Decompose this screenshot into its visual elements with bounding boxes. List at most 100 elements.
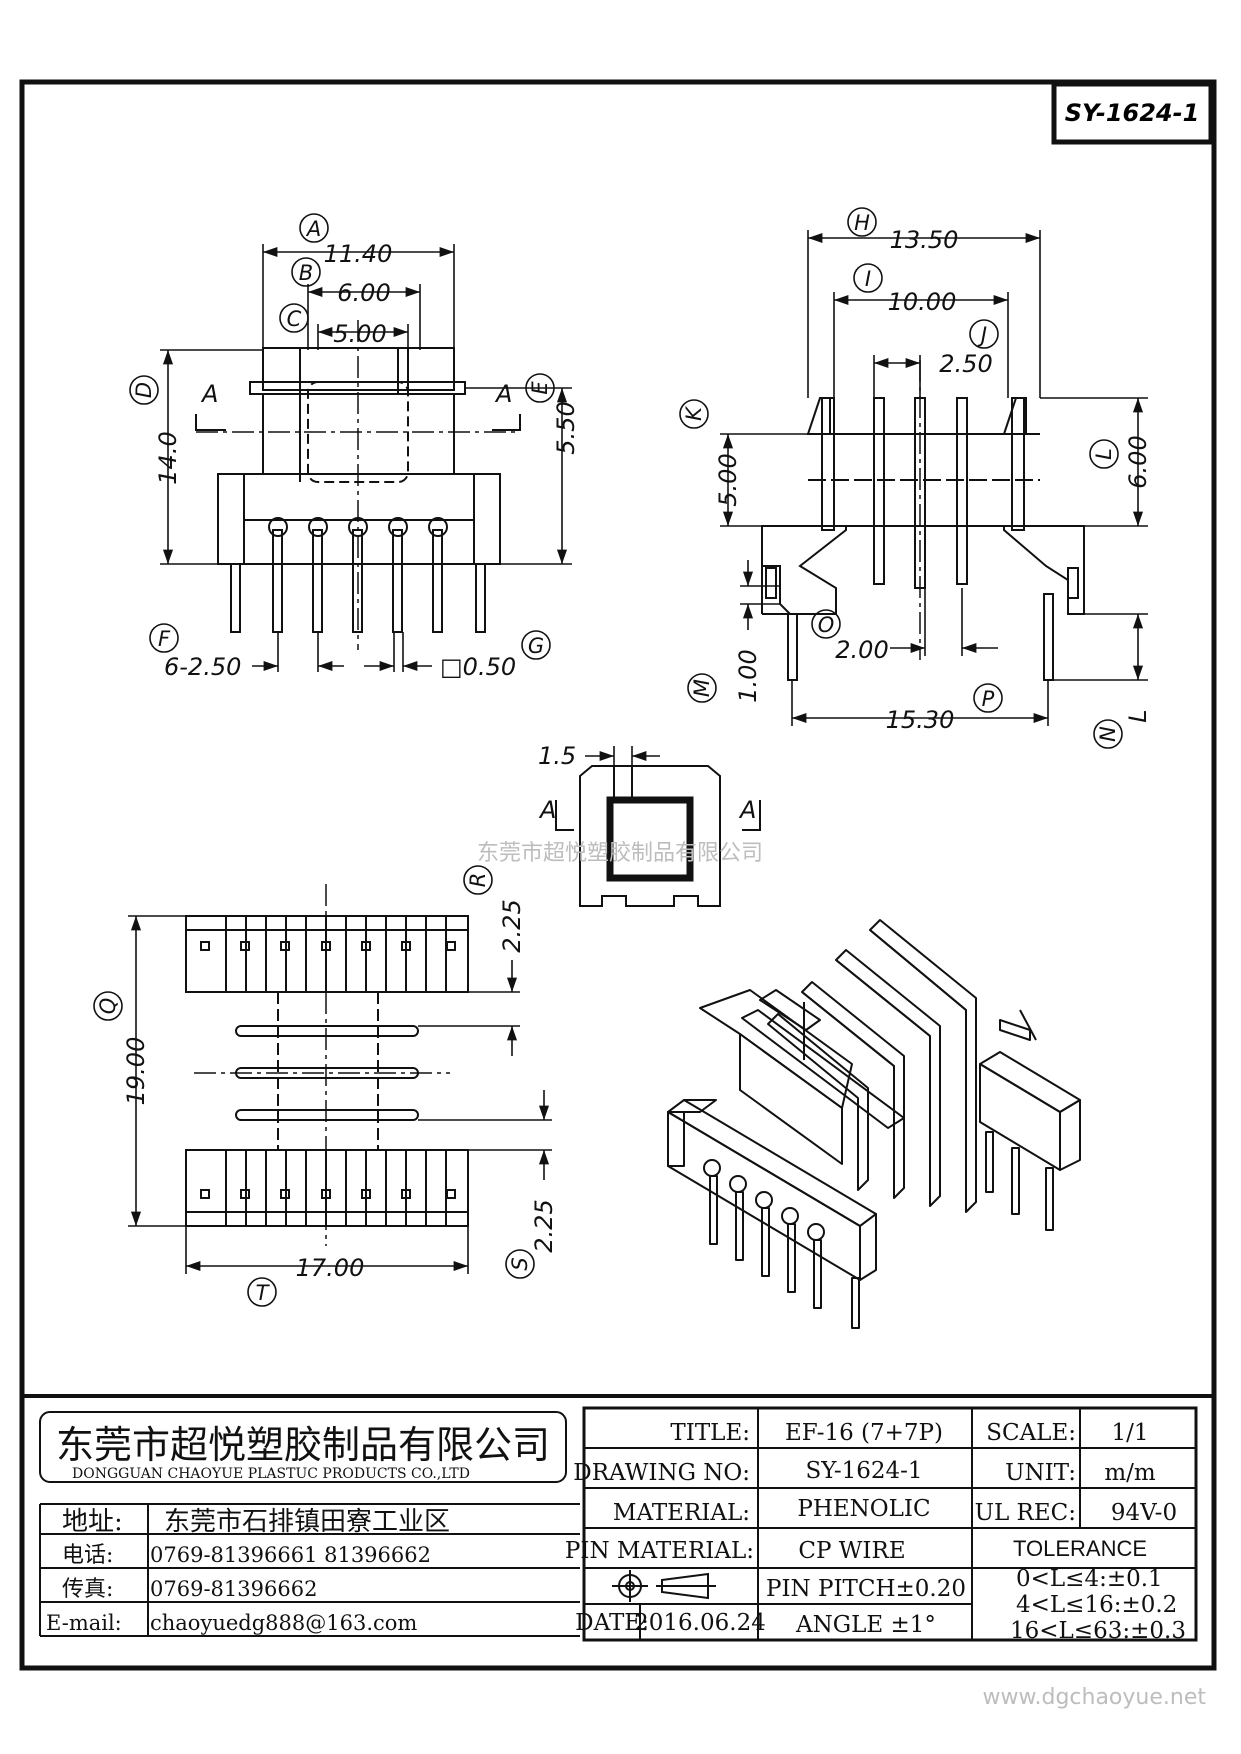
tolerance-row-1: 0<L≤4:±0.1	[1016, 1566, 1163, 1592]
front-view-labels: 11.40 6.00 5.00 14.0 5.50 6-2.50 □0.50 A…	[154, 240, 580, 681]
drawing-code: SY-1624-1	[1065, 99, 1200, 127]
unit-label: UNIT:	[1005, 1460, 1076, 1486]
side-view-dims	[720, 230, 1148, 726]
dim-J-value: 2.50	[939, 350, 992, 378]
callout-I: I	[865, 267, 871, 291]
scale-label: SCALE:	[986, 1420, 1076, 1446]
callout-J: J	[977, 323, 987, 347]
callout-G: G	[528, 634, 544, 658]
drawing-code-box: SY-1624-1	[1051, 81, 1214, 145]
dim-T-value: 17.00	[296, 1254, 365, 1282]
dim-S-value: 2.25	[530, 1199, 558, 1252]
bottom-view-dims	[128, 915, 552, 1274]
sheet-border	[19, 79, 1217, 1671]
dim-I-value: 10.00	[888, 288, 957, 316]
callout-C: C	[287, 307, 302, 331]
callout-M: M	[690, 679, 714, 697]
tolerance-row-3: 16<L≤63:±0.3	[1010, 1618, 1186, 1644]
dim-R-value: 2.25	[498, 899, 526, 952]
scale-value: 1/1	[1111, 1420, 1148, 1446]
dim-A-value: 11.40	[324, 240, 393, 268]
ul-label: UL REC:	[975, 1500, 1076, 1526]
dim-D-value: 14.0	[154, 431, 182, 484]
callout-P: P	[982, 687, 995, 711]
bottom-view-callouts	[93, 865, 535, 1307]
dim-C-value: 5.00	[333, 320, 386, 348]
address-value: 东莞市石排镇田寮工业区	[164, 1507, 450, 1537]
tolerance-label: TOLERANCE	[1013, 1536, 1147, 1561]
isometric-view	[667, 919, 1081, 1329]
callout-H: H	[854, 211, 870, 235]
front-view-dims	[160, 244, 572, 672]
dim-N-suffix-L: L	[1124, 709, 1152, 722]
watermark-center: 东莞市超悦塑胶制品有限公司	[477, 841, 763, 866]
dim-M-value: 1.00	[734, 649, 762, 702]
angle: ANGLE ±1°	[795, 1612, 936, 1638]
callout-N: N	[1096, 726, 1120, 742]
section-view-dims	[585, 746, 660, 766]
tolerance-row-2: 4<L≤16:±0.2	[1016, 1592, 1177, 1618]
section-mark-left: A	[200, 380, 218, 408]
dim-L-value: 6.00	[1124, 435, 1152, 488]
bottom-view	[185, 884, 469, 1246]
company-name-en: DONGGUAN CHAOYUE PLASTUC PRODUCTS CO.,LT…	[72, 1466, 470, 1482]
company-name-cn: 东莞市超悦塑胶制品有限公司	[56, 1423, 550, 1467]
callout-F: F	[158, 627, 171, 651]
fax-label: 传真:	[62, 1577, 113, 1602]
dim-G-value: □0.50	[440, 653, 516, 681]
drawing-no-value: SY-1624-1	[805, 1458, 922, 1484]
titleblock-table: TITLE: EF-16 (7+7P) SCALE: 1/1 DRAWING N…	[565, 1420, 1186, 1644]
pin-pitch: PIN PITCH±0.20	[766, 1576, 966, 1602]
drawing-no-label: DRAWING NO:	[573, 1460, 750, 1486]
section-aa-left: A	[538, 796, 556, 824]
projection-symbol-icon	[612, 1570, 716, 1602]
callout-K: K	[682, 405, 706, 421]
callout-B: B	[299, 261, 313, 285]
tel-value: 0769-81396661 81396662	[150, 1543, 431, 1567]
title-label: TITLE:	[670, 1420, 750, 1446]
dim-Q-value: 19.00	[122, 1037, 150, 1106]
bottom-view-labels: 19.00 2.25 2.25 17.00	[122, 899, 558, 1282]
dim-O-value: 2.00	[835, 636, 888, 664]
bottom-view-callout-letters: Q R S T	[96, 873, 532, 1305]
title-block	[22, 1394, 1214, 1642]
front-view-callouts	[129, 213, 555, 660]
front-view	[195, 320, 521, 650]
dim-B-value: 6.00	[337, 279, 390, 307]
section-aa-right: A	[738, 796, 756, 824]
material-label: MATERIAL:	[613, 1500, 750, 1526]
front-view-callout-letters: A B C D E F G	[132, 217, 552, 658]
callout-O: O	[818, 613, 835, 637]
dim-H-value: 13.50	[890, 226, 959, 254]
email-label: E-mail:	[46, 1611, 122, 1635]
callout-E: E	[528, 381, 552, 395]
side-view-labels: 13.50 10.00 2.50 5.00 6.00 1.00 2.00 15.…	[714, 226, 1152, 734]
dim-E-value: 5.50	[552, 401, 580, 454]
section-mark-right: A	[494, 380, 512, 408]
company-block: 东莞市超悦塑胶制品有限公司 DONGGUAN CHAOYUE PLASTUC P…	[46, 1423, 550, 1635]
side-view-callout-letters: H I J K L O M P N	[682, 211, 1120, 742]
callout-S: S	[508, 1257, 532, 1270]
callout-D: D	[132, 382, 156, 398]
callout-L: L	[1092, 448, 1116, 460]
callout-R: R	[466, 873, 490, 888]
section-view	[555, 765, 761, 907]
material-value: PHENOLIC	[797, 1496, 930, 1522]
date-label: DATE:	[575, 1610, 649, 1636]
side-view-callouts	[679, 207, 1123, 749]
dim-P-value: 15.30	[886, 706, 955, 734]
date-value: 2016.06.24	[634, 1610, 766, 1636]
dim-K-value: 5.00	[714, 453, 742, 506]
address-label: 地址:	[62, 1507, 123, 1537]
watermark-url: www.dgchaoyue.net	[983, 1685, 1207, 1710]
side-view	[761, 360, 1085, 681]
ul-value: 94V-0	[1111, 1500, 1177, 1526]
title-value: EF-16 (7+7P)	[785, 1420, 943, 1446]
callout-Q: Q	[96, 998, 120, 1015]
dim-F-value: 6-2.50	[164, 653, 241, 681]
fax-value: 0769-81396662	[150, 1577, 317, 1601]
email-value: chaoyuedg888@163.com	[150, 1611, 417, 1635]
tel-label: 电话:	[62, 1543, 113, 1568]
unit-value: m/m	[1104, 1460, 1156, 1486]
